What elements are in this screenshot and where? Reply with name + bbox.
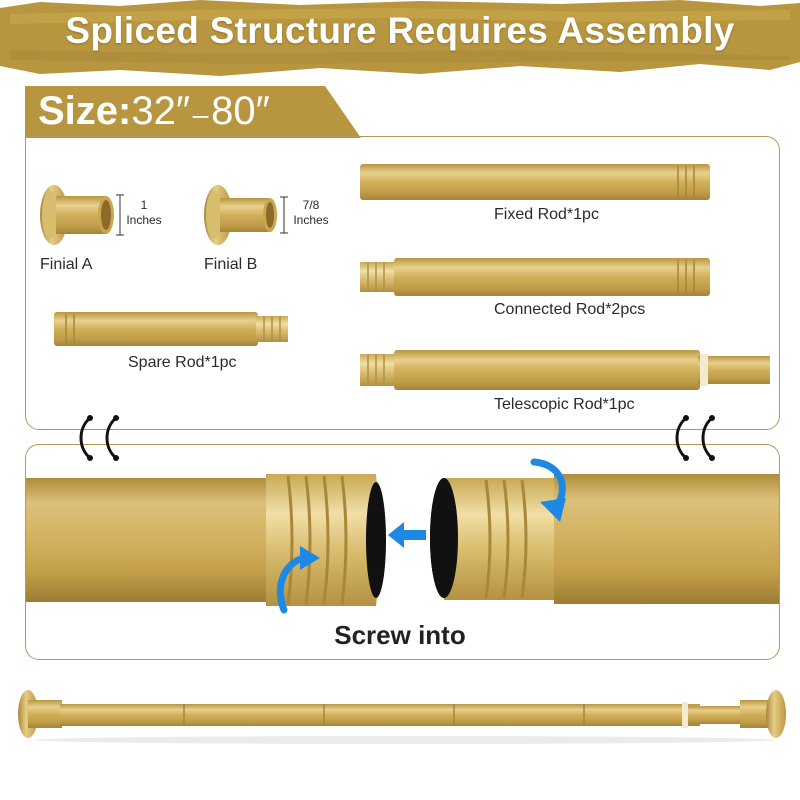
header-banner bbox=[0, 0, 800, 76]
size-range: Size:32″₋80″ bbox=[38, 88, 270, 134]
rotate-right-arrow-icon bbox=[530, 458, 566, 522]
size-label: Size: bbox=[38, 89, 132, 133]
assembly-caption: Screw into bbox=[334, 620, 466, 650]
finial-b-image bbox=[204, 185, 288, 245]
finial-b-dimension: 7/8 Inches bbox=[288, 198, 334, 228]
link-hook-right-icon bbox=[675, 415, 715, 461]
insert-arrow-icon bbox=[388, 522, 426, 548]
fixed-rod-image bbox=[360, 164, 710, 200]
size-value: 32″₋80″ bbox=[131, 89, 270, 133]
connected-rod-image bbox=[360, 258, 710, 296]
finial-b-dim-unit: Inches bbox=[293, 213, 329, 227]
finial-a-dim-unit: Inches bbox=[126, 213, 162, 227]
spare-rod-label: Spare Rod*1pc bbox=[128, 354, 237, 371]
finial-b-dim-value: 7/8 bbox=[302, 198, 320, 212]
rotate-left-arrow-icon bbox=[276, 546, 320, 614]
fixed-rod-label: Fixed Rod*1pc bbox=[494, 206, 599, 223]
telescopic-rod-label: Telescopic Rod*1pc bbox=[494, 396, 635, 413]
finial-b-label: Finial B bbox=[204, 256, 258, 273]
size-tab-background bbox=[25, 86, 361, 138]
parts-panel bbox=[25, 136, 780, 430]
assembled-rod-image bbox=[18, 690, 786, 744]
spare-rod-image bbox=[54, 312, 288, 346]
telescopic-rod-image bbox=[360, 350, 770, 390]
finial-a-dim-value: 1 bbox=[140, 198, 148, 212]
link-hook-left-icon bbox=[79, 415, 119, 461]
connected-rod-label: Connected Rod*2pcs bbox=[494, 301, 646, 318]
finial-a-dimension: 1 Inches bbox=[124, 198, 164, 228]
finial-a-image bbox=[40, 185, 124, 245]
assembly-closeup-image bbox=[26, 474, 779, 606]
page-title: Spliced Structure Requires Assembly bbox=[65, 10, 735, 51]
finial-a-label: Finial A bbox=[40, 256, 93, 273]
assembly-panel bbox=[25, 444, 780, 660]
